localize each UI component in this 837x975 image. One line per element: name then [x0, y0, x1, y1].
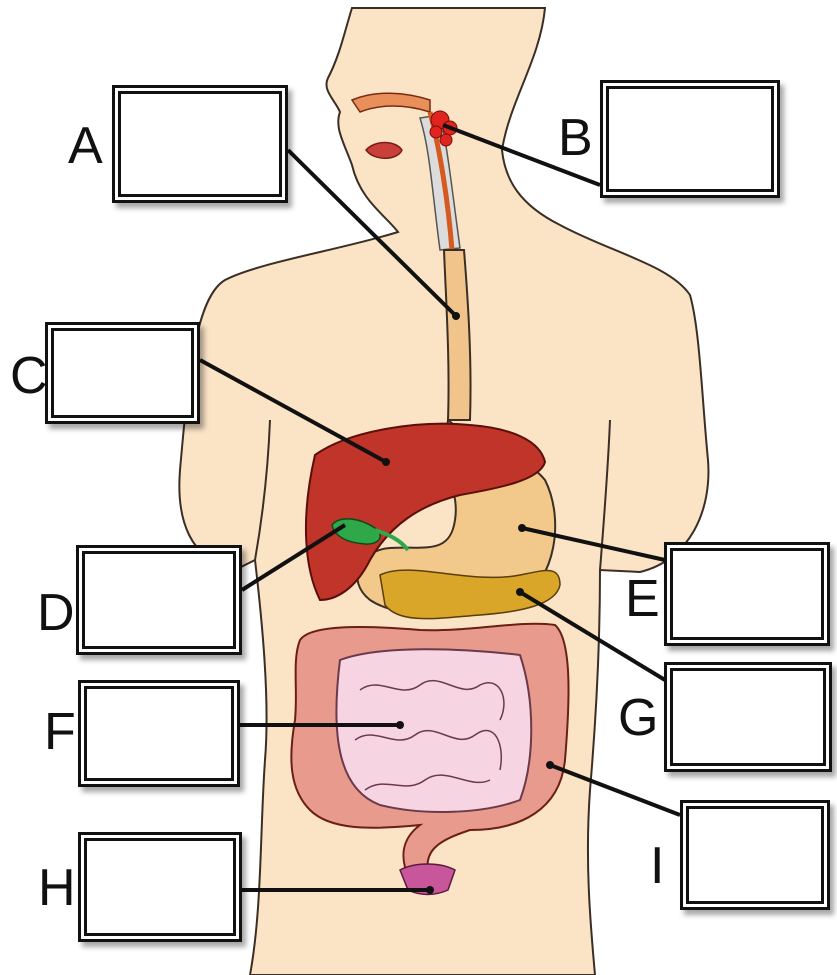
answer-box-f[interactable]	[78, 680, 240, 787]
answer-box-b[interactable]	[600, 80, 780, 198]
label-e: E	[625, 573, 660, 625]
label-h: H	[38, 862, 76, 914]
answer-box-i[interactable]	[680, 800, 830, 910]
answer-box-a[interactable]	[112, 85, 288, 203]
answer-box-g[interactable]	[664, 662, 832, 772]
small-intestine	[336, 649, 531, 812]
answer-box-c[interactable]	[45, 322, 200, 424]
answer-box-d[interactable]	[76, 545, 242, 655]
answer-box-e[interactable]	[664, 542, 830, 646]
esophagus	[444, 250, 471, 420]
label-b: B	[558, 112, 593, 164]
label-f: F	[44, 706, 76, 758]
label-g: G	[618, 692, 658, 744]
label-c: C	[10, 350, 48, 402]
answer-box-h[interactable]	[78, 832, 242, 942]
label-a: A	[68, 120, 103, 172]
label-i: I	[650, 840, 664, 892]
label-d: D	[37, 587, 75, 639]
